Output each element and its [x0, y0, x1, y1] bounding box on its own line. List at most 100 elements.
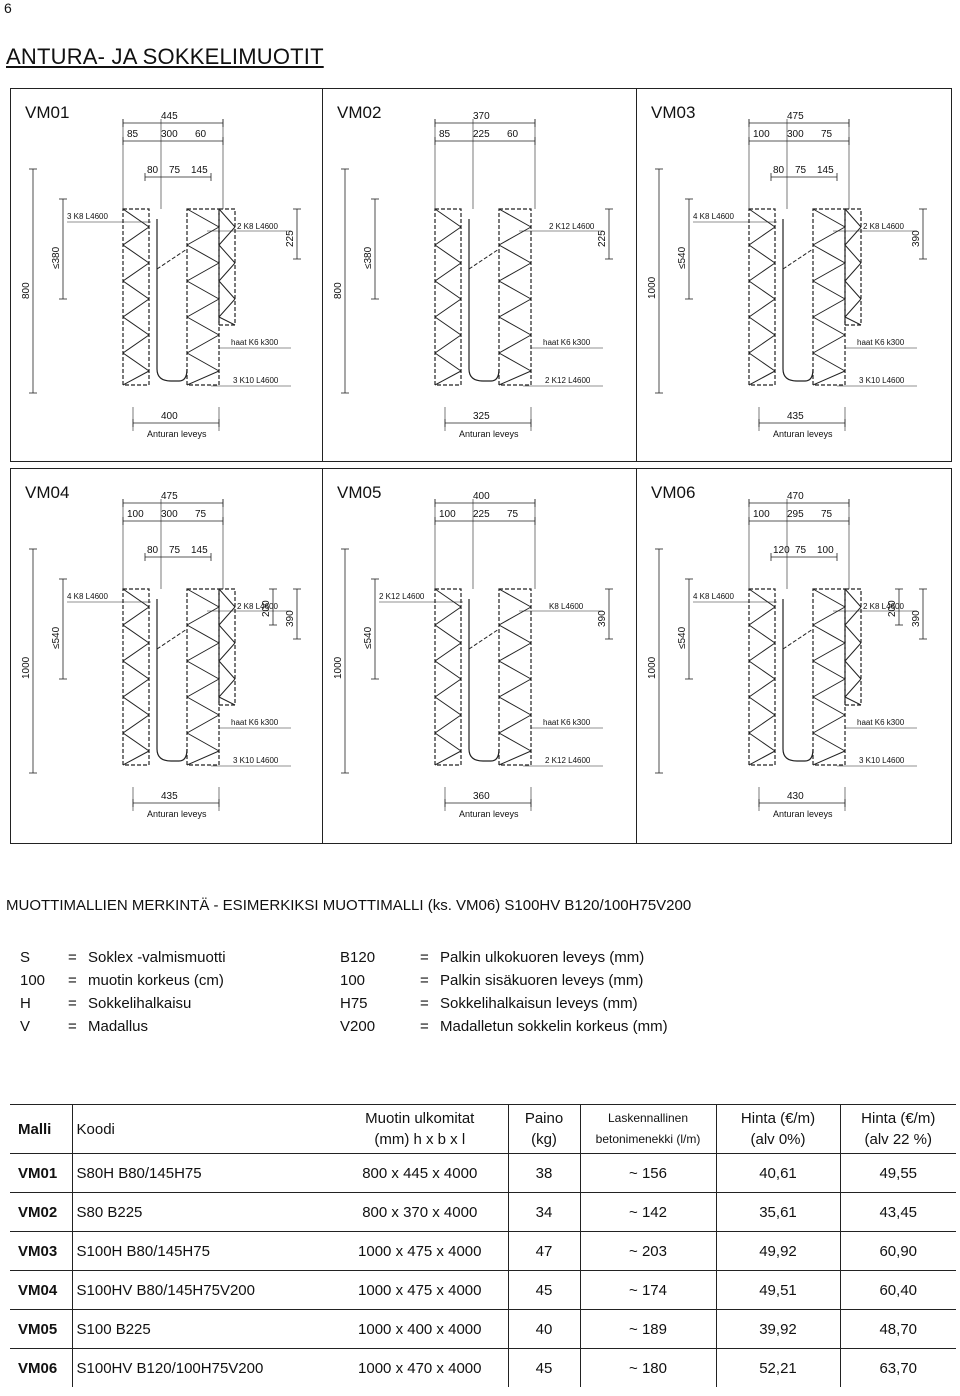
marking-title: MUOTTIMALLIEN MERKINTÄ - ESIMERKIKSI MUO…	[6, 897, 692, 914]
rebar-label: haat K6 k300	[543, 718, 591, 727]
bracing-line	[218, 588, 236, 706]
cell-hinta22: 43,45	[839, 1192, 956, 1232]
dimension-label: 145	[191, 545, 208, 556]
panel-label: VM03	[651, 103, 696, 122]
dimension-label: 300	[161, 509, 178, 520]
cell-mitat: 1000 x 475 x 4000	[332, 1270, 508, 1310]
rebar-outline	[782, 219, 814, 382]
dimension-label: 75	[195, 509, 207, 520]
base-label: Anturan leveys	[147, 429, 207, 439]
cell-hinta22: 60,90	[839, 1231, 956, 1271]
rebar-label: 2 K8 L4600	[863, 222, 904, 231]
table-header-row: Malli Koodi Muotin ulkomitat(mm) h x b x…	[10, 1104, 956, 1154]
rebar-outline	[468, 599, 500, 762]
rebar-label: haat K6 k300	[231, 718, 279, 727]
dimension-label: ≤380	[51, 246, 62, 269]
bracing-line	[218, 208, 236, 326]
dimension-label: 80	[773, 165, 785, 176]
form-wall	[434, 208, 462, 386]
dimension-label: 145	[191, 165, 208, 176]
dimension-label: 445	[161, 111, 178, 122]
panel-label: VM02	[337, 103, 382, 122]
dimension-label: 75	[821, 129, 833, 140]
cell-mitat: 1000 x 475 x 4000	[332, 1231, 508, 1271]
form-wall	[498, 208, 532, 386]
bracing-line	[844, 588, 862, 706]
tie-line	[782, 248, 814, 270]
form-wall	[812, 208, 846, 386]
rebar-outline	[468, 219, 500, 382]
panel-label: VM05	[337, 483, 382, 502]
header-malli: Malli	[10, 1104, 72, 1154]
rebar-outline	[156, 219, 188, 382]
dimension-label: ≤540	[677, 626, 688, 649]
dimension-label: 370	[473, 111, 490, 122]
dimension-label: 225	[473, 129, 490, 140]
form-wall	[844, 208, 862, 326]
cell-hinta0: 49,51	[715, 1270, 840, 1310]
dimension-label: 300	[161, 129, 178, 140]
rebar-label: 3 K10 L4600	[233, 376, 279, 385]
dimension-label: 120	[773, 545, 790, 556]
dimension-label: 100	[127, 509, 144, 520]
dimension-label: 400	[161, 411, 178, 422]
rebar-outline	[156, 599, 188, 762]
legend-row: 100=Palkin sisäkuoren leveys (mm)	[340, 972, 644, 989]
form-wall	[186, 208, 220, 386]
rebar-label: 3 K10 L4600	[859, 756, 905, 765]
page-number: 6	[4, 0, 12, 16]
cell-malli: VM06	[18, 1359, 58, 1377]
cell-paino: 34	[507, 1192, 580, 1232]
rebar-label: 2 K12 L4600	[549, 222, 595, 231]
bracing-line	[434, 208, 462, 386]
dimension-label: 80	[147, 545, 159, 556]
bracing-line	[498, 588, 532, 766]
bracing-line	[186, 588, 220, 766]
dimension-label: 360	[473, 791, 490, 802]
dimension-label: 325	[473, 411, 490, 422]
dimension-label: 75	[795, 165, 807, 176]
bracing-line	[812, 208, 846, 386]
cell-betoni: ~ 142	[579, 1192, 716, 1232]
base-label: Anturan leveys	[773, 809, 833, 819]
tie-line	[156, 628, 188, 650]
cell-paino: 47	[507, 1231, 580, 1271]
form-wall	[748, 208, 776, 386]
dimension-label: 400	[473, 491, 490, 502]
bracing-line	[748, 208, 776, 386]
bracing-line	[122, 208, 150, 386]
cell-paino: 40	[507, 1309, 580, 1349]
dimension-label: 225	[473, 509, 490, 520]
legend-row: V200=Madalletun sokkelin korkeus (mm)	[340, 1018, 668, 1035]
cell-koodi: S100H B80/145H75	[71, 1231, 332, 1271]
dimension-label: ≤380	[363, 246, 374, 269]
rebar-label: 3 K10 L4600	[233, 756, 279, 765]
rebar-label: K8 L4600	[549, 602, 584, 611]
legend-row: S=Soklex -valmismuotti	[20, 949, 226, 966]
cell-hinta0: 39,92	[715, 1309, 840, 1349]
cell-hinta0: 49,92	[715, 1231, 840, 1271]
base-label: Anturan leveys	[773, 429, 833, 439]
bracing-line	[122, 588, 150, 766]
cell-malli: VM01	[10, 1153, 72, 1193]
dimension-label: 225	[285, 230, 296, 247]
cell-paino: 38	[507, 1153, 580, 1193]
dimension-label: 100	[753, 129, 770, 140]
legend-row: V=Madallus	[20, 1018, 149, 1035]
cell-malli: VM02	[10, 1192, 72, 1232]
cell-malli: VM04	[10, 1270, 72, 1310]
bracing-line	[186, 208, 220, 386]
rebar-label: 2 K8 L4600	[237, 222, 278, 231]
rebar-label: 4 K8 L4600	[67, 592, 108, 601]
cell-hinta22: 48,70	[839, 1309, 956, 1349]
bracing-line	[844, 208, 862, 326]
dimension-label: 75	[507, 509, 519, 520]
dimension-label: 1000	[647, 276, 658, 299]
